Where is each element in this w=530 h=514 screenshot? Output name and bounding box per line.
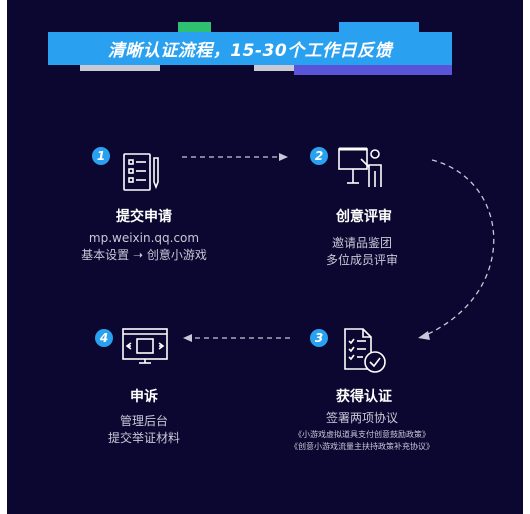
step-desc-2-line-1: 邀请品鉴团 (331, 236, 392, 250)
step-title-1: 提交申请 (116, 209, 172, 225)
step-title-3: 获得认证 (336, 389, 392, 405)
step-number-4: 4 (95, 329, 113, 347)
step-desc-4-line-2: 提交举证材料 (107, 431, 180, 445)
certified-document-icon (341, 327, 389, 379)
step-number-1: 1 (92, 147, 110, 165)
deco-bar-purple (294, 65, 452, 75)
presentation-board-icon (337, 145, 383, 193)
step-desc-1-line-2: 基本设置 ➝ 创意小游戏 (81, 248, 207, 262)
document-list-icon (122, 152, 162, 198)
step-desc-2: 邀请品鉴团 多位成员评审 (262, 235, 462, 269)
arrow-step2-to-step3 (427, 159, 495, 335)
deco-bar-gray-left (80, 65, 160, 71)
step-desc-4-line-1: 管理后台 (119, 414, 168, 428)
step-desc-2-line-2: 多位成员评审 (325, 253, 398, 267)
step-number-3: 3 (310, 329, 328, 347)
step-number-2: 2 (310, 147, 328, 165)
step-desc-1-line-1: mp.weixin.qq.com (88, 231, 200, 245)
step-desc-3-line-1: 签署两项协议 (325, 411, 398, 425)
step-title-4: 申诉 (130, 389, 158, 405)
step-desc-4: 管理后台 提交举证材料 (44, 413, 244, 447)
banner-title: 清晰认证流程，15-30个工作日反馈 (48, 32, 452, 65)
step-notes-3: 《小游戏虚拟道具支付创意鼓励政策》 《创意小游戏流量主扶持政策补充协议》 (242, 429, 482, 453)
deco-bar-gray-mid (254, 65, 294, 71)
step-desc-1: mp.weixin.qq.com 基本设置 ➝ 创意小游戏 (44, 230, 244, 264)
step-desc-3: 签署两项协议 (262, 410, 462, 427)
step-note-3-2: 《创意小游戏流量主扶持政策补充协议》 (290, 442, 434, 451)
monitor-icon (121, 325, 169, 373)
deco-bar-green (178, 22, 211, 33)
background-panel (7, 0, 523, 514)
step-note-3-1: 《小游戏虚拟道具支付创意鼓励政策》 (294, 430, 430, 439)
deco-bar-blue (339, 22, 419, 33)
step-title-2: 创意评审 (336, 209, 392, 225)
